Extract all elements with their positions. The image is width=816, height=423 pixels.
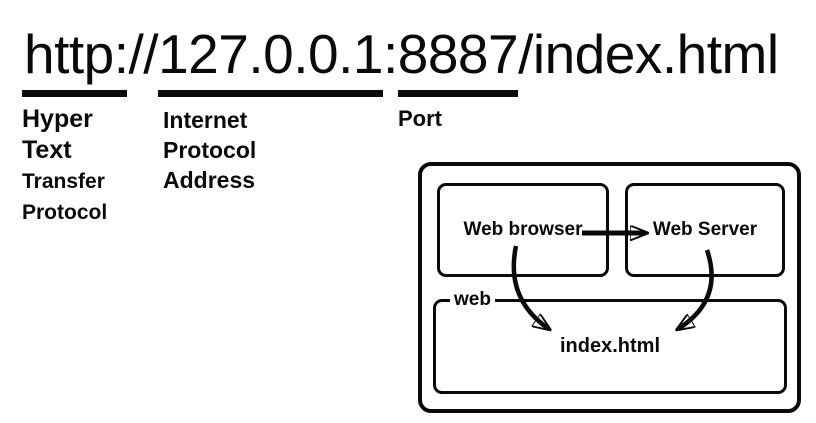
ip-annotation-line: Internet: [163, 107, 248, 133]
web-server-label: Web Server: [652, 219, 758, 240]
port-underline: [398, 90, 518, 97]
web-server-box: Web Server: [625, 183, 785, 277]
web-folder-box: web index.html: [433, 289, 787, 394]
ip-address-underline: [158, 90, 383, 97]
port-annotation: Port: [398, 106, 442, 131]
web-browser-label: Web browser: [463, 219, 583, 240]
ip-annotation-line: Address: [163, 167, 256, 193]
http-annotation: Hyper Text Transfer Protocol: [22, 104, 107, 228]
http-annotation-line: Hyper: [22, 105, 93, 133]
index-html-label: index.html: [559, 335, 660, 357]
ip-annotation-line: Protocol: [163, 137, 257, 163]
web-browser-box: Web browser: [437, 183, 609, 277]
web-folder-label: web: [450, 289, 495, 311]
http-annotation-line: Text: [22, 136, 72, 164]
http-annotation-line: Transfer: [22, 170, 105, 193]
http-annotation-line: Protocol: [22, 201, 108, 224]
url-text: http://127.0.0.1:8887/index.html: [24, 23, 779, 85]
ip-annotation: Internet Protocol Address: [163, 105, 256, 195]
http-underline: [22, 90, 127, 97]
